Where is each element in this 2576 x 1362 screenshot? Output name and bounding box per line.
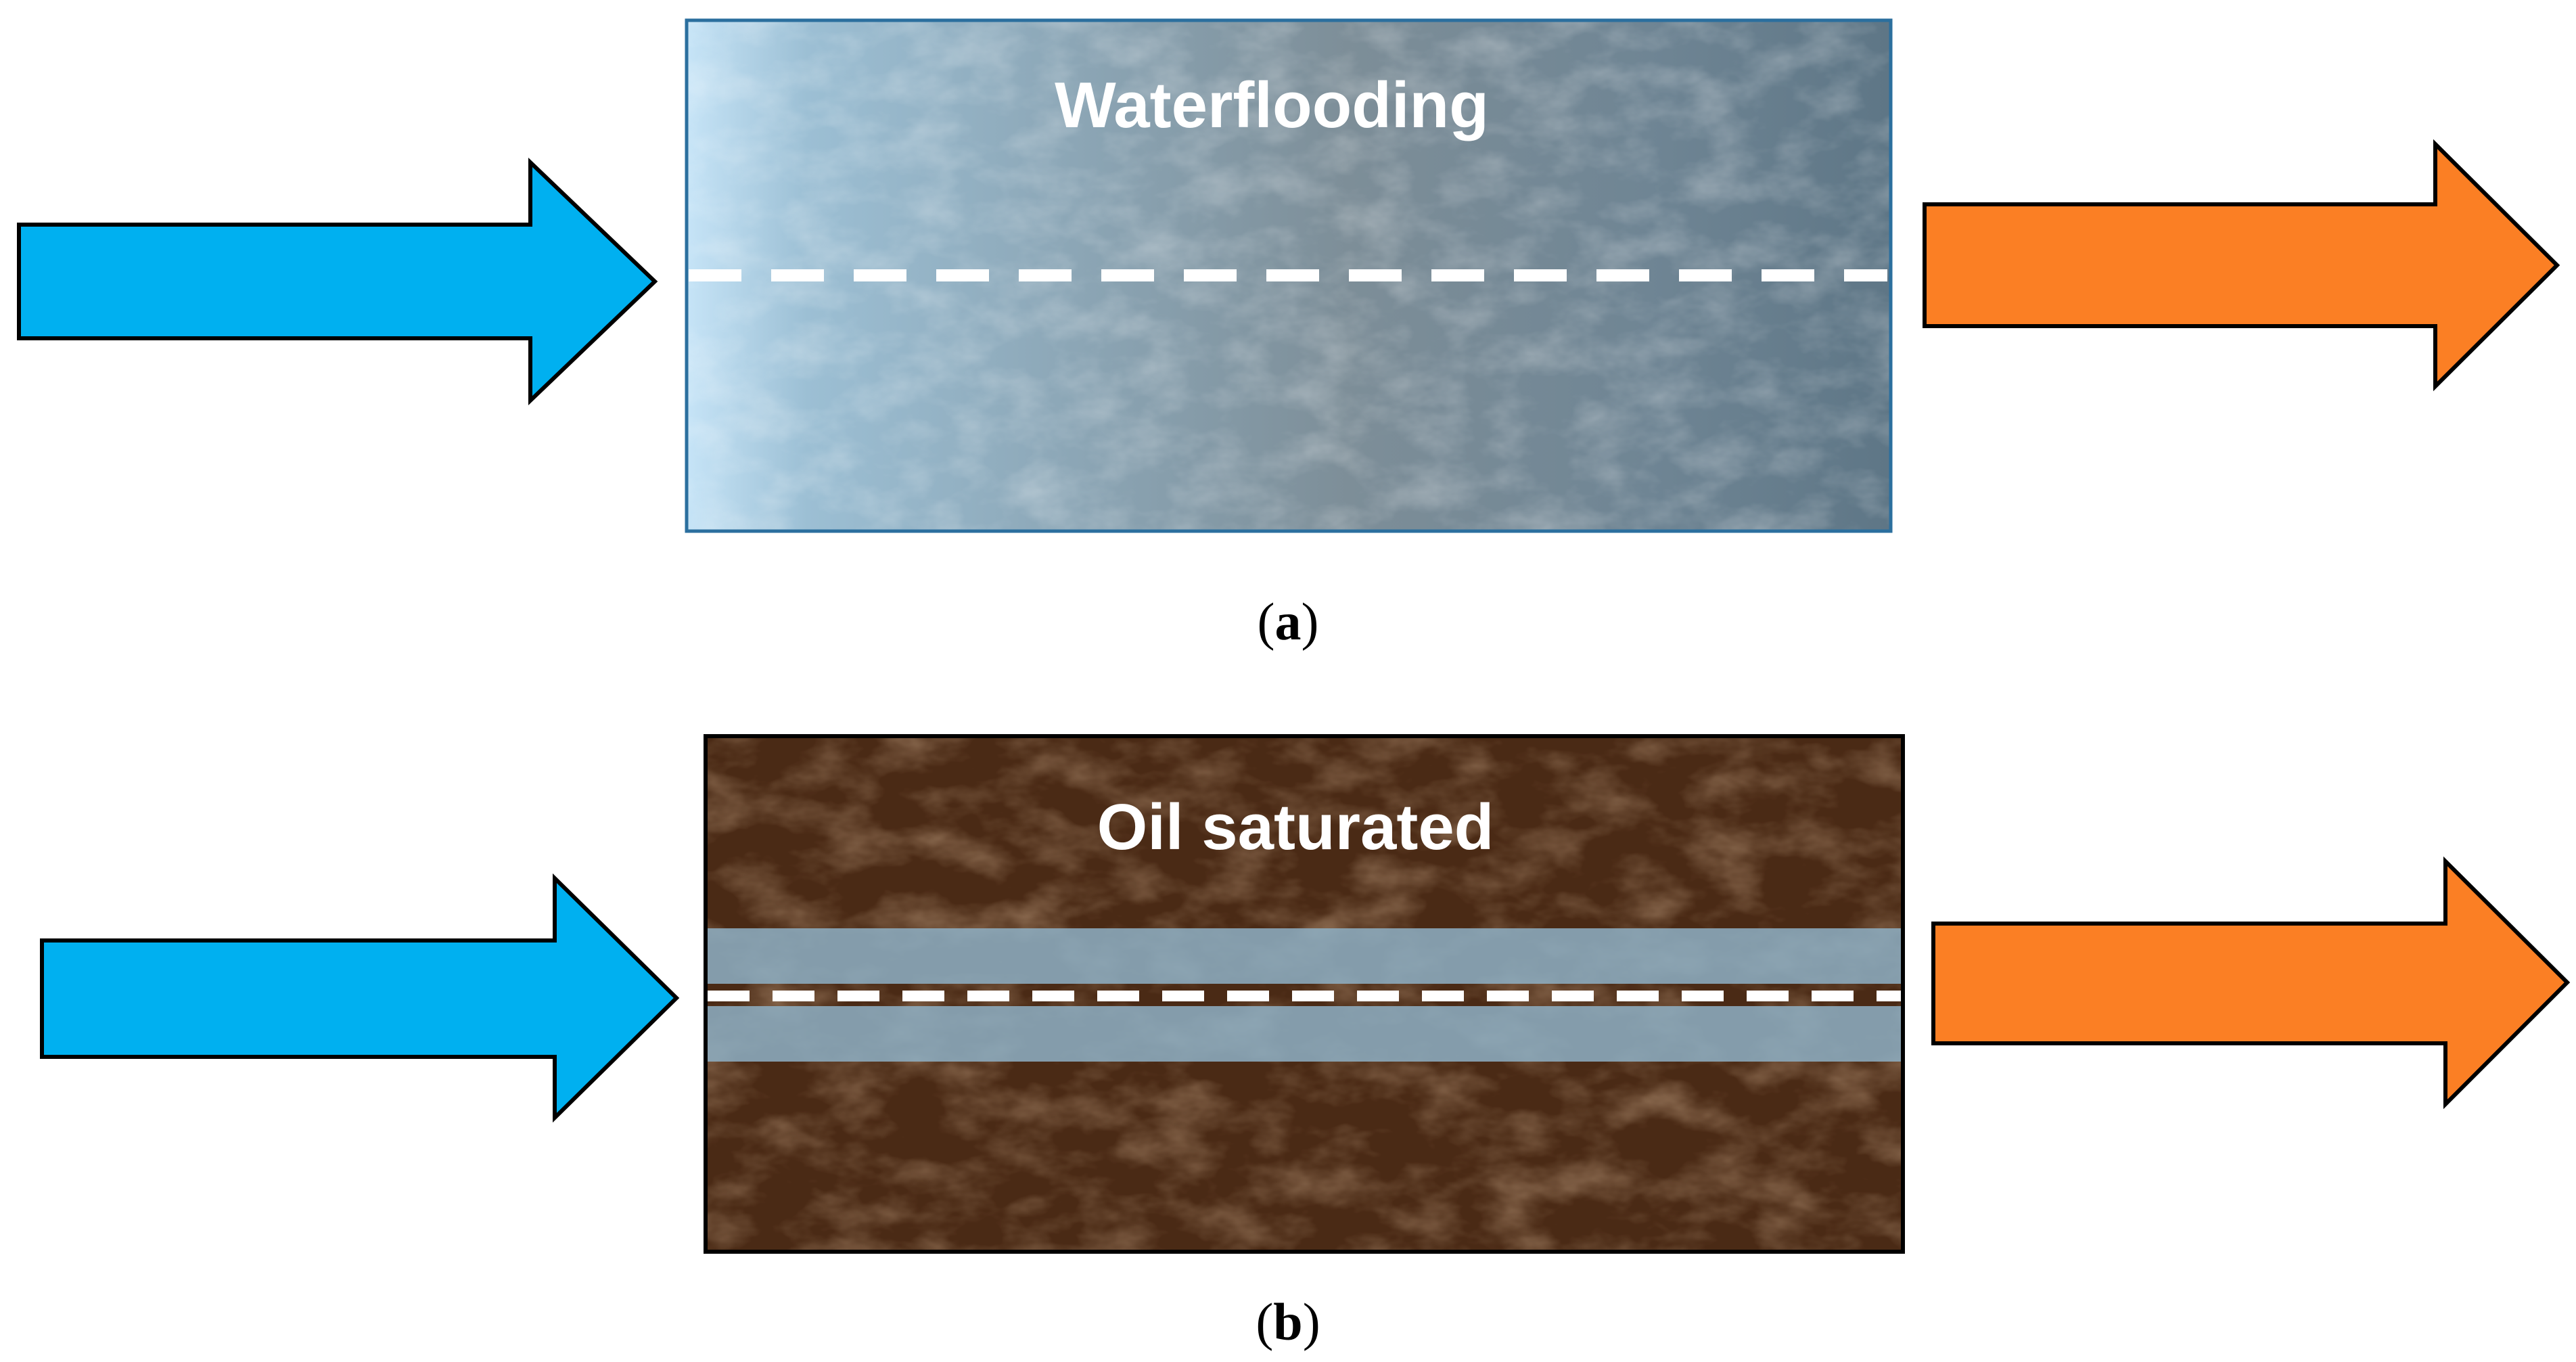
water-channel-upper [706,928,1903,984]
outlet-arrow-b [1931,856,2571,1110]
panel-b: Oil saturated (b) [40,734,2571,1351]
panel-a-title: Waterflooding [1055,69,1489,141]
oil-saturated-core: Oil saturated [704,734,1905,1254]
inlet-arrow-b [40,873,680,1123]
caption-a: (a) [1258,592,1319,651]
outlet-arrow-a [1923,139,2560,392]
water-channel-lower [706,1006,1903,1062]
inlet-arrow-a [17,157,658,406]
panel-b-title: Oil saturated [1097,791,1494,863]
panel-a: Waterflooding (a) [17,18,2560,651]
caption-b: (b) [1256,1292,1320,1351]
waterflooded-core: Waterflooding [685,18,1893,533]
